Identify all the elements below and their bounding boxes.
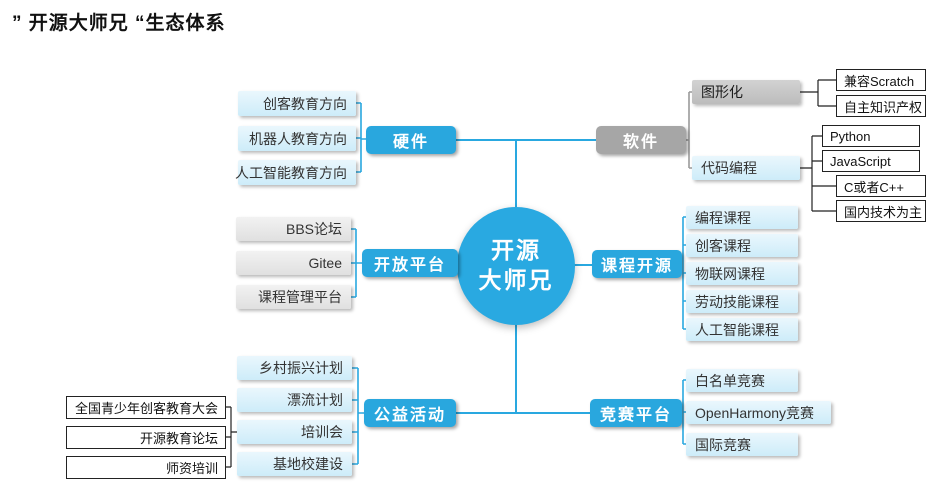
course-leaf: 劳动技能课程 (686, 290, 798, 313)
course-leaf: 人工智能课程 (686, 318, 798, 341)
competition-leaf: 国际竞赛 (686, 433, 798, 456)
coding-leaf: JavaScript (822, 150, 920, 172)
coding-leaf: C或者C++ (836, 175, 926, 197)
open-platform-leaf: 课程管理平台 (236, 285, 351, 309)
software-child-coding: 代码编程 (692, 156, 800, 180)
graphical-leaf: 自主知识产权 (836, 95, 926, 117)
open-platform-leaf: BBS论坛 (236, 217, 351, 241)
hardware-leaf: 人工智能教育方向 (235, 160, 356, 185)
page-title: ” 开源大师兄 “生态体系 (12, 13, 226, 34)
training-subleaf: 开源教育论坛 (66, 426, 226, 449)
welfare-leaf: 基地校建设 (237, 452, 352, 476)
training-subleaf: 师资培训 (66, 456, 226, 479)
center-node-line1: 开源 (491, 237, 541, 264)
hardware-leaf: 机器人教育方向 (238, 126, 356, 151)
center-node: 开源 大师兄 (457, 207, 575, 325)
competition-leaf: 白名单竞赛 (686, 369, 798, 392)
branch-open-platform: 开放平台 (362, 249, 458, 277)
coding-leaf: Python (822, 125, 920, 147)
course-leaf: 编程课程 (686, 206, 798, 229)
graphical-leaf: 兼容Scratch (836, 69, 926, 91)
hardware-leaf: 创客教育方向 (238, 91, 356, 116)
welfare-leaf: 乡村振兴计划 (237, 356, 352, 380)
open-platform-leaf: Gitee (236, 251, 351, 275)
coding-leaf: 国内技术为主 (836, 200, 926, 222)
branch-course-open: 课程开源 (592, 250, 682, 278)
branch-software: 软件 (596, 126, 686, 154)
branch-welfare: 公益活动 (364, 399, 456, 427)
course-leaf: 创客课程 (686, 234, 798, 257)
training-subleaf: 全国青少年创客教育大会 (66, 396, 226, 419)
welfare-leaf: 漂流计划 (237, 388, 352, 412)
software-child-graphical: 图形化 (692, 80, 800, 104)
branch-hardware: 硬件 (366, 126, 456, 154)
center-node-line2: 大师兄 (478, 267, 554, 293)
welfare-leaf: 培训会 (237, 420, 352, 444)
course-leaf: 物联网课程 (686, 262, 798, 285)
competition-leaf: OpenHarmony竞赛 (686, 401, 831, 424)
branch-competition: 竞赛平台 (590, 399, 682, 427)
